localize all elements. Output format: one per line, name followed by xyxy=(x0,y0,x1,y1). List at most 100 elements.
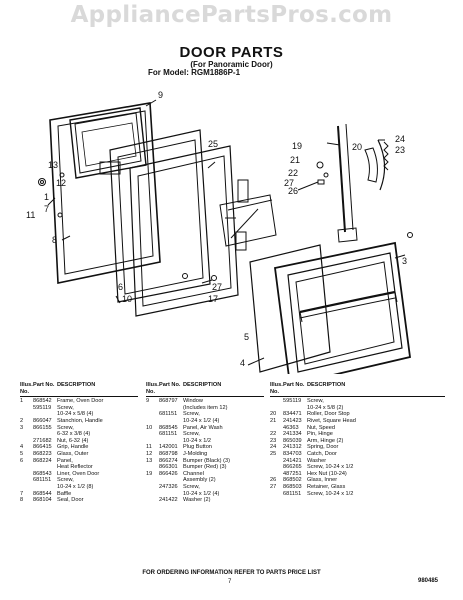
part-no-cell: 868545 xyxy=(159,424,178,431)
description-cell: Liner, Oven Door xyxy=(57,470,100,477)
part-no-cell: 866301 xyxy=(159,464,178,471)
illus-no-cell xyxy=(146,484,159,491)
part-no-cell: 866047 xyxy=(33,417,52,424)
door-catch xyxy=(237,179,249,203)
part-no-cell: 241312 xyxy=(283,444,302,451)
document-number: 980485 xyxy=(418,578,439,584)
page-title: DOOR PARTS xyxy=(179,44,284,61)
oven-door-liner xyxy=(49,102,161,284)
callout-27-upper: 27 xyxy=(284,178,294,188)
parts-row: Heat Reflector xyxy=(20,464,138,471)
callout-4: 4 xyxy=(240,358,245,368)
part-no-cell: 868544 xyxy=(33,490,52,497)
part-no-cell: 241422 xyxy=(159,497,178,504)
illus-no-cell: 20 xyxy=(270,411,277,418)
part-no-cell: 865039 xyxy=(283,437,302,444)
part-no-cell: 241423 xyxy=(283,417,302,424)
illus-no-cell: 9 xyxy=(146,398,150,405)
callout-7: 7 xyxy=(44,204,49,214)
page-number: 7 xyxy=(228,579,232,585)
description-cell: (Includes item 12) xyxy=(183,404,228,411)
illus-no-cell xyxy=(146,497,159,504)
header-illus-no: Illus. No. xyxy=(20,382,33,395)
part-no-cell: 681151 xyxy=(283,490,302,497)
parts-row: 10-24 x 1/2 (8) xyxy=(20,484,138,491)
description-cell: Catch, Door xyxy=(307,450,337,457)
part-no-cell xyxy=(33,431,57,438)
part-no-cell: 868223 xyxy=(33,450,52,457)
channel-assembly xyxy=(337,227,358,243)
part-no-cell: 868543 xyxy=(33,470,52,477)
illus-no-cell xyxy=(20,477,33,484)
ordering-note: FOR ORDERING INFORMATION REFER TO PARTS … xyxy=(142,570,321,576)
outer-glass xyxy=(249,244,331,373)
description-cell: Panel, Air Wash xyxy=(183,424,223,431)
description-cell: Washer xyxy=(307,457,327,464)
callout-20: 20 xyxy=(352,142,362,152)
part-no-cell: 142001 xyxy=(159,444,178,451)
part-no-cell: 868797 xyxy=(159,398,178,405)
part-no-cell: 681151 xyxy=(159,411,178,418)
parts-row: 10-24 x 1/2 xyxy=(146,438,264,445)
description-cell: Screw, xyxy=(183,483,200,490)
diagram-parts xyxy=(38,99,413,374)
illus-no-cell xyxy=(270,458,283,465)
parts-row: Assembly (2) xyxy=(146,477,264,484)
part-no-cell xyxy=(159,477,183,484)
illus-no-cell xyxy=(20,471,33,478)
illus-no-cell xyxy=(20,431,33,438)
illus-no-cell xyxy=(146,464,159,471)
part-no-cell: 868503 xyxy=(283,483,302,490)
description-cell: Window xyxy=(183,398,203,405)
illus-no-cell xyxy=(146,431,159,438)
part-no-cell: 681151 xyxy=(33,477,52,484)
part-no-cell xyxy=(283,405,307,412)
description-cell: Hex Nut (10-24) xyxy=(307,470,347,477)
part-no-cell xyxy=(159,418,183,425)
description-cell: Roller, Door Stop xyxy=(307,411,350,418)
part-no-cell: 681151 xyxy=(159,431,178,438)
illus-no-cell xyxy=(146,411,159,418)
bumper xyxy=(407,232,413,238)
description-cell: Pin, Hinge xyxy=(307,431,333,438)
illus-no-cell xyxy=(270,464,283,471)
illus-no-cell xyxy=(20,464,33,471)
parts-row: 6-32 x 3/8 (4) xyxy=(20,431,138,438)
part-no-cell xyxy=(33,411,57,418)
header-description: DESCRIPTION xyxy=(57,382,96,388)
illus-no-cell: 25 xyxy=(270,450,277,457)
callout-23: 23 xyxy=(395,145,405,155)
description-cell: Bumper (Black) (3) xyxy=(183,457,230,464)
description-cell: Glass, Outer xyxy=(57,450,89,457)
parts-row: (Includes item 12) xyxy=(146,405,264,412)
parts-list-header: Illus. No. Part No. DESCRIPTION xyxy=(270,382,445,398)
description-cell: Washer (2) xyxy=(183,497,211,504)
description-cell: Screw, 10-24 x 1/2 xyxy=(307,464,354,471)
description-cell: Screw, xyxy=(307,398,324,405)
illus-no-cell: 6 xyxy=(20,457,24,464)
part-no-cell: 868798 xyxy=(159,450,178,457)
part-no-cell: 868502 xyxy=(283,477,302,484)
callout-6: 6 xyxy=(118,282,123,292)
header-part-no: Part No. xyxy=(283,382,305,388)
description-cell: Assembly (2) xyxy=(183,477,216,484)
parts-row: 10-24 x 1/2 (4) xyxy=(146,491,264,498)
callout-22: 22 xyxy=(288,168,298,178)
callout-8: 8 xyxy=(52,235,57,245)
part-no-cell: 866415 xyxy=(33,444,52,451)
